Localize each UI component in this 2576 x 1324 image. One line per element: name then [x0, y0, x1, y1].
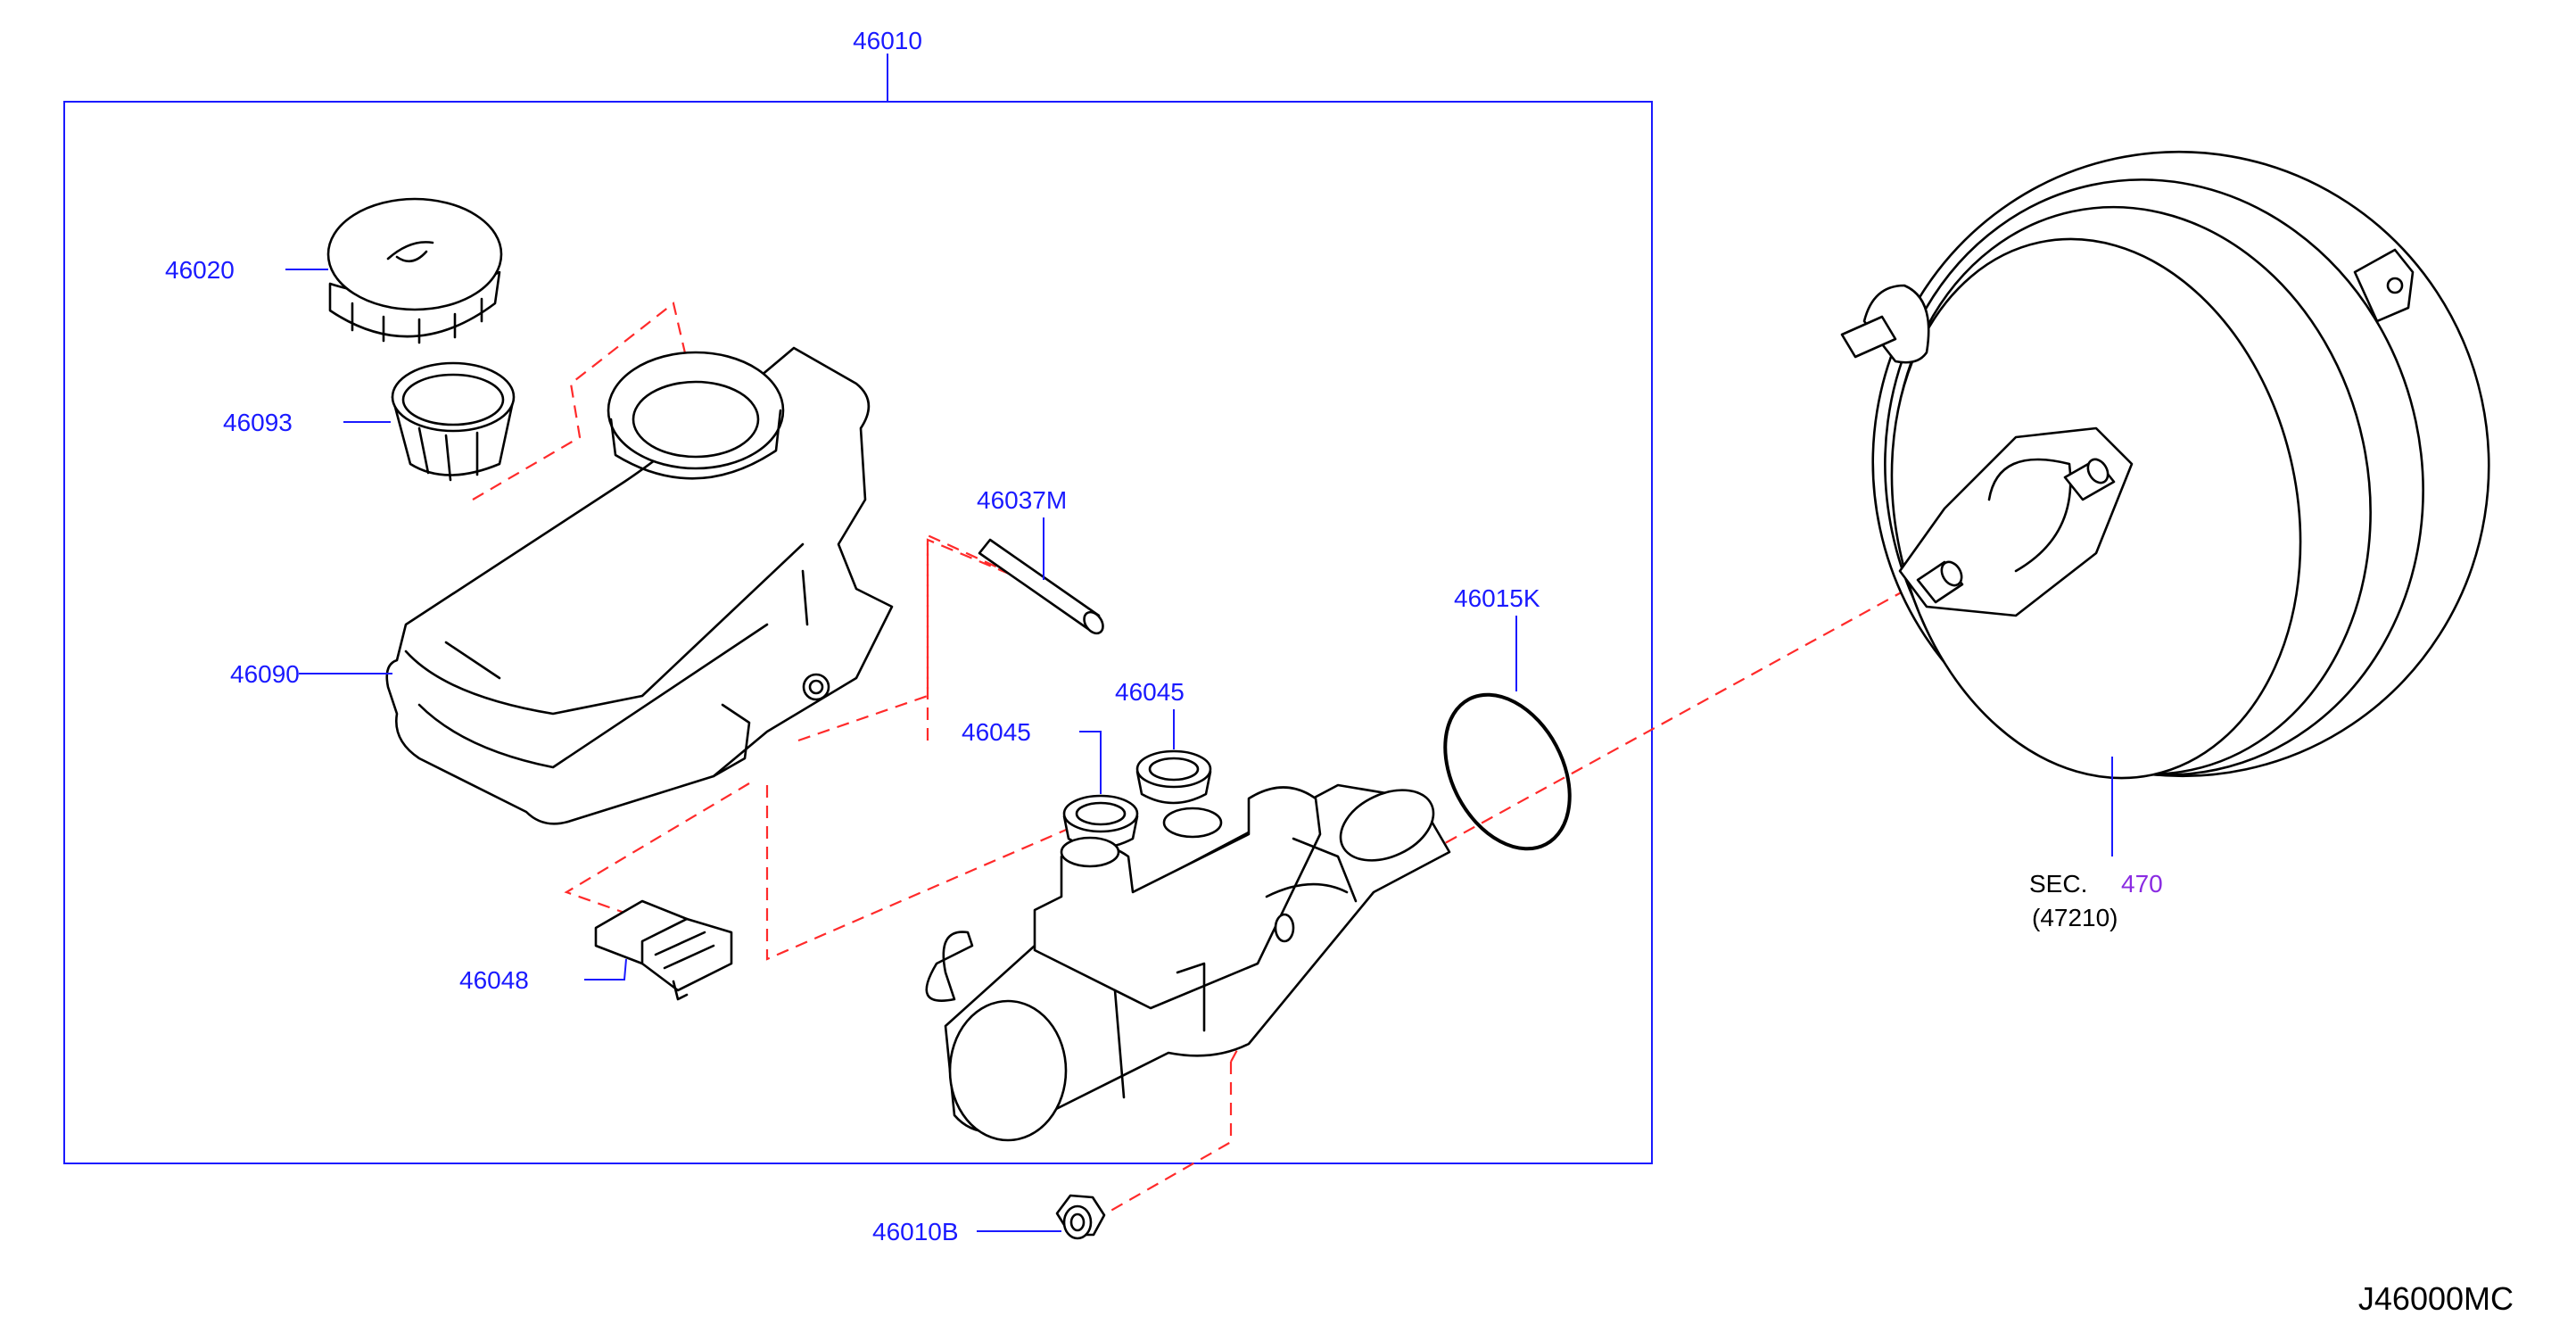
cap-label[interactable]: 46020: [165, 256, 235, 284]
o-ring-label[interactable]: 46015K: [1454, 584, 1540, 612]
mounting-nut[interactable]: [1055, 1194, 1106, 1240]
assembly-frame: [63, 101, 1653, 1164]
grommet-right[interactable]: [1135, 749, 1212, 805]
reservoir-label[interactable]: 46090: [230, 660, 300, 688]
brake-booster[interactable]: [1815, 95, 2547, 833]
section-number[interactable]: 470: [2121, 870, 2163, 898]
o-ring[interactable]: [1420, 674, 1595, 871]
pin-label[interactable]: 46037M: [977, 486, 1067, 514]
reservoir-cap[interactable]: [326, 197, 503, 344]
fluid-level-sensor[interactable]: [594, 899, 733, 1001]
section-sub-number: (47210): [2032, 904, 2118, 931]
grommet-left-label[interactable]: 46045: [962, 718, 1031, 746]
reservoir-strainer[interactable]: [391, 361, 516, 482]
assembly-label[interactable]: 46010: [853, 27, 922, 54]
booster-section-ref[interactable]: SEC. 470 (47210): [2029, 870, 2163, 931]
sensor-label[interactable]: 46048: [459, 966, 529, 994]
strainer-label[interactable]: 46093: [223, 409, 293, 436]
sensor-leader: [584, 958, 627, 981]
reservoir-pin[interactable]: [978, 538, 1107, 637]
brake-fluid-reservoir[interactable]: [385, 346, 894, 825]
grommet-right-label[interactable]: 46045: [1115, 678, 1185, 706]
section-label: SEC.: [2029, 870, 2087, 898]
drawing-code: J46000MC: [2358, 1280, 2514, 1317]
master-cylinder[interactable]: [925, 776, 1451, 1142]
nut-label[interactable]: 46010B: [872, 1218, 959, 1245]
grommet-left-leader: [1079, 731, 1102, 794]
